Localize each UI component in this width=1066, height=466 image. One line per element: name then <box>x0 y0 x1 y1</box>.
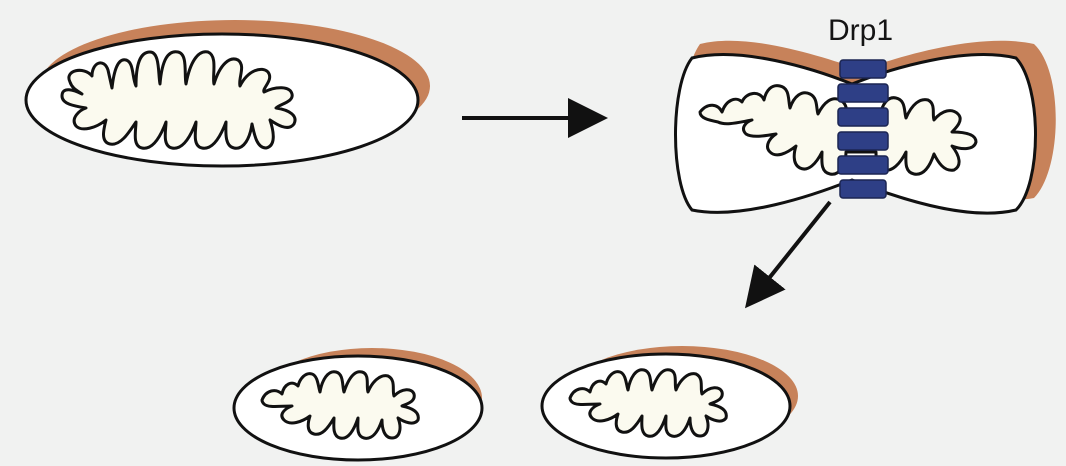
mitochondrion-intact <box>26 20 430 166</box>
drp1-label: Drp1 <box>828 14 893 48</box>
drp1-subunit <box>838 84 888 102</box>
drp1-subunit <box>838 156 888 174</box>
mitochondrion-constricting <box>676 41 1056 213</box>
daughter-mitochondrion-right <box>542 346 798 458</box>
drp1-subunit <box>840 60 886 78</box>
drp1-subunit <box>838 108 888 126</box>
drp1-subunit <box>838 132 888 150</box>
arrow-down-left-icon <box>750 202 830 302</box>
drp1-subunit <box>840 180 886 198</box>
daughter-mitochondrion-left <box>234 348 482 460</box>
